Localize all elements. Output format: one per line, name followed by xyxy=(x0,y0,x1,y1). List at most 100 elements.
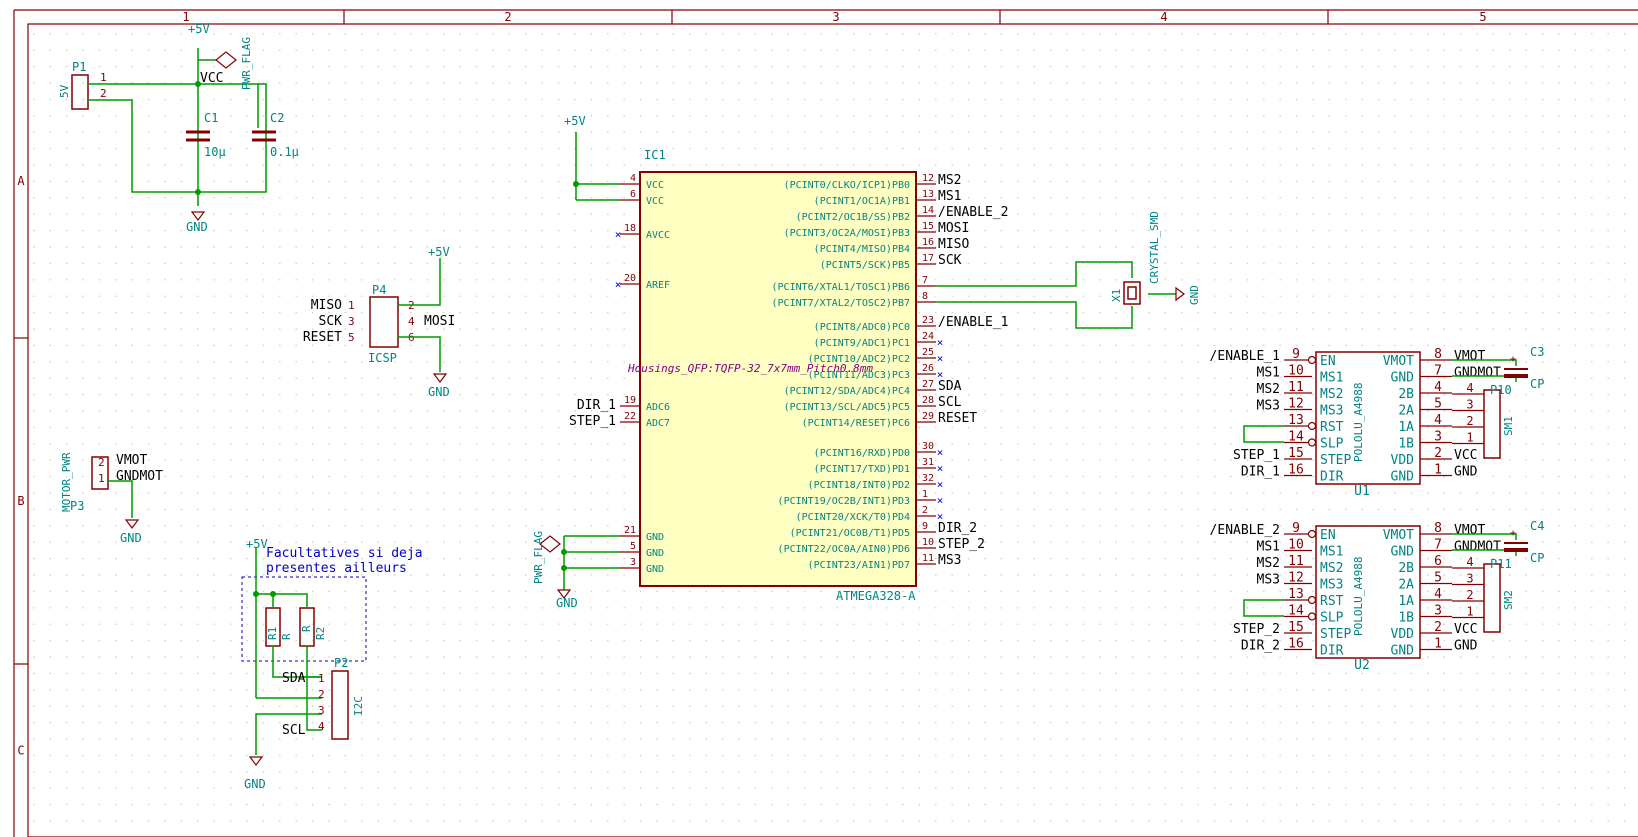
driver-pin-number: 3 xyxy=(1434,604,1442,619)
driver-pin-name: MS2 xyxy=(1320,561,1343,576)
motor-connector-name: SM1 xyxy=(1502,416,1515,436)
gnd-label: GND xyxy=(186,220,208,234)
driver-net-label: MS1 xyxy=(1257,366,1280,381)
mcu-net-label: MS1 xyxy=(938,189,961,204)
motor-power-section: P3 MOTOR_PWR 2 1 VMOT GNDMOT GND xyxy=(60,452,163,545)
mcu-pin-name: AREF xyxy=(646,280,670,291)
driver-pin-number: 9 xyxy=(1292,521,1300,536)
mcu-pin-number: 23 xyxy=(922,315,934,326)
mcu-net-dir1: DIR_1 xyxy=(577,398,616,413)
mcu-pin-name: (PCINT2/OC1B/SS)PB2 xyxy=(796,212,910,223)
icsp-pin3: 3 xyxy=(348,315,355,328)
mcu-net-label: STEP_2 xyxy=(938,537,985,552)
driver-pin-number: 15 xyxy=(1288,620,1304,635)
driver-ref: U1 xyxy=(1354,484,1370,499)
mcu-pin-name: (PCINT19/OC2B/INT1)PD3 xyxy=(778,496,910,507)
inverted-pin-bubble xyxy=(1307,612,1317,621)
icsp-net-reset: RESET xyxy=(303,330,342,345)
driver-net-label: VCC xyxy=(1454,622,1477,637)
column-label: 2 xyxy=(504,10,511,24)
cap-polarity: + xyxy=(1510,528,1516,539)
column-label: 4 xyxy=(1160,10,1167,24)
driver-net-label: STEP_1 xyxy=(1233,448,1280,463)
mcu-pin-number: 31 xyxy=(922,457,934,468)
p2-ref: P2 xyxy=(334,656,348,670)
driver-body xyxy=(1315,351,1421,485)
p1-name: 5V xyxy=(58,84,71,98)
mcu-pin-number: 8 xyxy=(922,291,928,302)
i2c-note-line1: Facultatives si deja xyxy=(266,546,423,561)
pwr-flag-label: PWR_FLAG xyxy=(240,37,253,90)
mcu-pwr-flag: PWR_FLAG xyxy=(532,531,545,584)
c2-ref: C2 xyxy=(270,111,284,125)
p3-pin1: 1 xyxy=(98,472,105,485)
driver-pin-name: 1A xyxy=(1398,420,1414,435)
mcu-pin-name: (PCINT4/MISO)PB4 xyxy=(814,244,910,255)
p3-name: MOTOR_PWR xyxy=(60,452,73,512)
mcu-pin-number: 22 xyxy=(624,411,636,422)
cap-wire xyxy=(1452,533,1517,540)
driver-pin-name: STEP xyxy=(1320,627,1351,642)
driver-pin-name: 1B xyxy=(1398,611,1414,626)
mcu-pin-name: VCC xyxy=(646,180,664,191)
mcu-footprint: Housings_QFP:TQFP-32_7x7mm_Pitch0.8mm xyxy=(627,362,873,375)
cap-ref: C4 xyxy=(1530,519,1544,533)
driver-pin-number: 7 xyxy=(1434,364,1442,379)
driver-pin-name: GND xyxy=(1391,470,1415,485)
driver-value: POLOLU_A4988 xyxy=(1352,557,1365,636)
gnd-symbol xyxy=(124,519,140,529)
icsp-connector-body xyxy=(369,296,399,348)
cap-plate xyxy=(1504,374,1528,378)
driver-pin-name: VDD xyxy=(1391,453,1415,468)
junction xyxy=(195,189,201,195)
row-label: B xyxy=(17,494,24,508)
motor-connector-ref: P11 xyxy=(1490,557,1512,571)
column-label: 3 xyxy=(832,10,839,24)
driver-net-label: DIR_2 xyxy=(1241,639,1280,654)
mcu-pin-number: 29 xyxy=(922,411,934,422)
mcu-pin-number: 32 xyxy=(922,473,934,484)
motor-connector-name: SM2 xyxy=(1502,590,1515,610)
mcu-pin-number: 4 xyxy=(630,173,636,184)
driver-net-label: /ENABLE_1 xyxy=(1210,349,1280,364)
mcu-pin-number: 15 xyxy=(922,221,934,232)
driver-pin-name: GND xyxy=(1391,371,1415,386)
driver-pin-name: MS1 xyxy=(1320,371,1343,386)
icsp-pin1: 1 xyxy=(348,299,355,312)
driver-pin-number: 5 xyxy=(1434,571,1442,586)
p1-pin2: 2 xyxy=(100,87,107,100)
p2-name: I2C xyxy=(352,696,365,716)
driver-net-label: VMOT xyxy=(1454,523,1485,538)
driver-body xyxy=(1315,525,1421,659)
mcu-pin-name: (PCINT6/XTAL1/TOSC1)PB6 xyxy=(772,282,910,293)
mcu-pin-name: (PCINT9/ADC1)PC1 xyxy=(814,338,910,349)
driver-pin-name: RST xyxy=(1320,420,1344,435)
cap-plate xyxy=(1504,548,1528,552)
no-connect-mark: × xyxy=(937,368,944,381)
motor-connector-pin-number: 4 xyxy=(1466,381,1473,395)
driver-pin-name: DIR xyxy=(1320,644,1344,659)
no-connect-mark: × xyxy=(937,336,944,349)
driver-pin-number: 8 xyxy=(1434,347,1442,362)
mcu-pin-name: (PCINT5/SCK)PB5 xyxy=(820,260,910,271)
motor-connector-pin-number: 3 xyxy=(1466,572,1473,586)
p2-pin2: 2 xyxy=(318,688,325,701)
mcu-pin-number: 9 xyxy=(922,521,928,532)
mcu-net-label: MISO xyxy=(938,237,969,252)
driver-pin-number: 10 xyxy=(1288,538,1304,553)
i2c-net-sda: SDA xyxy=(282,671,306,686)
driver-pin-number: 4 xyxy=(1434,587,1442,602)
mcu-net-label: MS3 xyxy=(938,553,961,568)
driver-net-label: MS1 xyxy=(1257,540,1280,555)
junction xyxy=(195,81,201,87)
driver-pin-name: 1A xyxy=(1398,594,1414,609)
driver-pin-name: MS1 xyxy=(1320,545,1343,560)
column-label: 1 xyxy=(182,10,189,24)
driver-pin-name: MS2 xyxy=(1320,387,1343,402)
frame-border xyxy=(27,23,1638,837)
junction xyxy=(561,549,567,555)
p3-gnd: GND xyxy=(120,531,142,545)
mcu-net-label: /ENABLE_2 xyxy=(938,205,1008,220)
